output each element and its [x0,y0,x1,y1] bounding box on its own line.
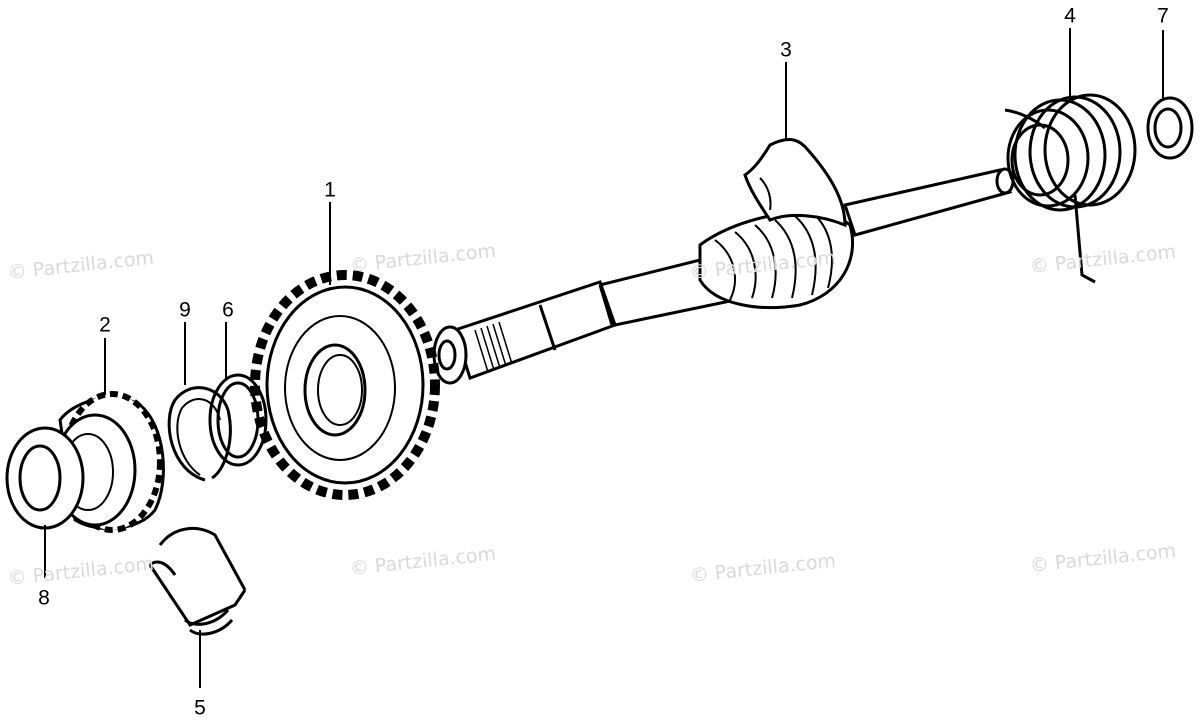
part-4-spring [1004,93,1137,284]
callout-9: 9 [179,298,191,322]
callout-8: 8 [38,586,50,610]
callout-3: 3 [780,38,792,62]
part-7-washer [1146,96,1194,160]
leader-lines [44,28,1164,688]
part-5-clip [148,526,247,636]
part-9-circlip [167,386,232,482]
part-2-ratchet [53,391,165,533]
part-8-washer [5,426,85,530]
callout-1: 1 [324,178,336,202]
part-1-gear [250,270,440,500]
part-6-ring [208,373,268,467]
callout-7: 7 [1157,4,1169,28]
callout-6: 6 [222,298,234,322]
callout-4: 4 [1064,4,1076,28]
callout-5: 5 [194,696,206,720]
part-3-spindle-gear [698,138,855,310]
callout-2: 2 [99,313,111,337]
